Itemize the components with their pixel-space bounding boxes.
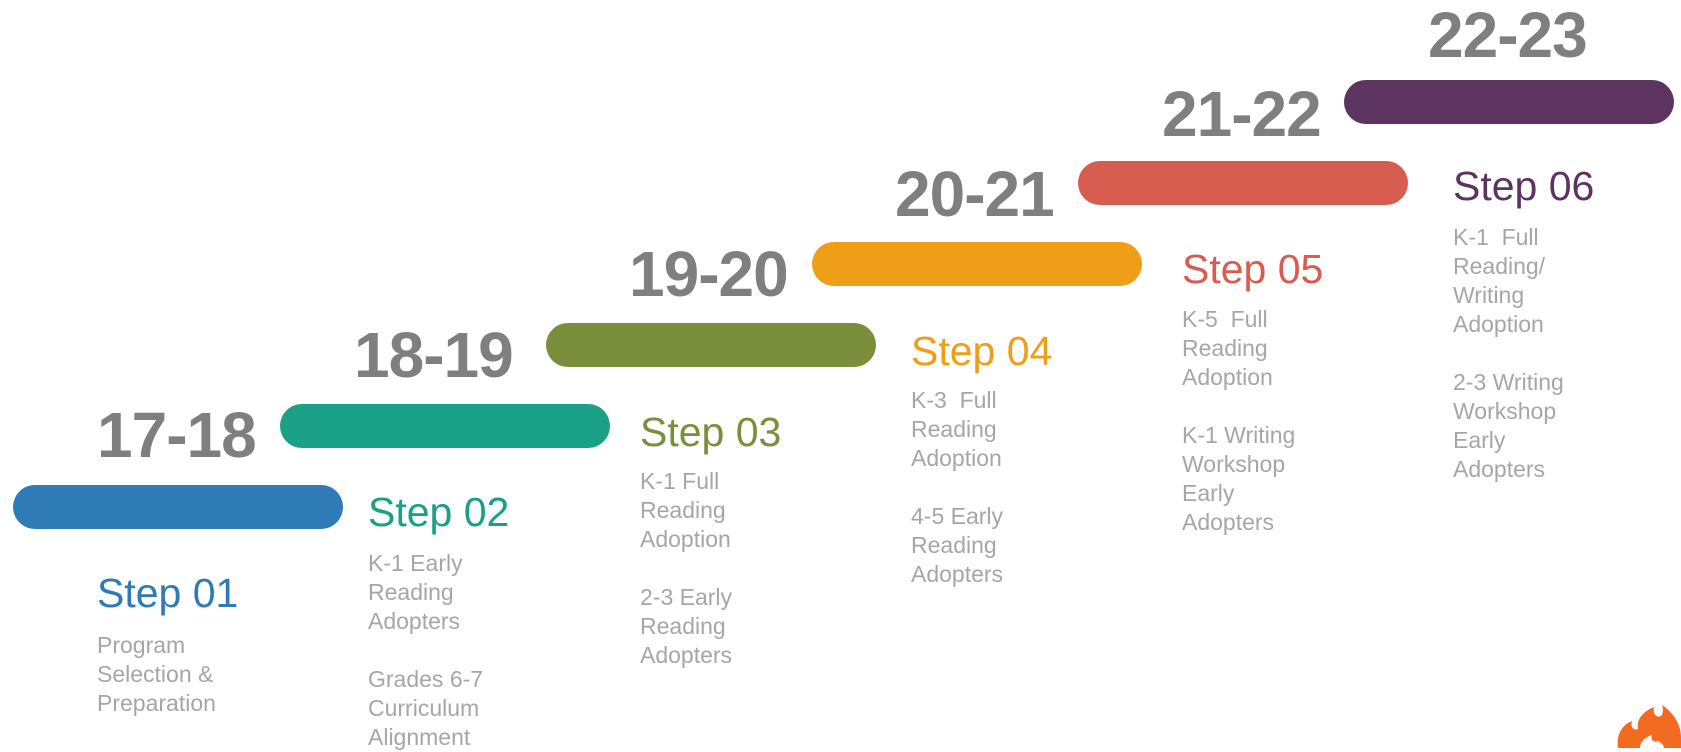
step-04-bar	[812, 242, 1142, 286]
step-05-bar	[1078, 161, 1408, 205]
step-02-bar	[280, 404, 610, 448]
year-label-18-19: 18-19	[354, 319, 514, 391]
step-03-title: Step 03	[640, 409, 782, 455]
step-02-description: K-1 Early Reading Adopters Grades 6-7 Cu…	[368, 550, 484, 750]
step-04-title: Step 04	[911, 328, 1053, 374]
year-label-22-23: 22-23	[1428, 0, 1588, 71]
year-label-19-20: 19-20	[629, 238, 789, 310]
flame-logo-icon	[1617, 705, 1681, 748]
step-03-bar	[546, 323, 876, 367]
step-01-description: Program Selection & Preparation	[97, 632, 216, 716]
step-04-description: K-3 Full Reading Adoption 4-5 Early Read…	[911, 387, 1004, 587]
step-06-title: Step 06	[1453, 163, 1595, 209]
step-05-title: Step 05	[1182, 246, 1324, 292]
step-06-bar	[1344, 80, 1674, 124]
year-label-21-22: 21-22	[1162, 78, 1322, 150]
year-label-20-21: 20-21	[895, 158, 1055, 230]
step-03-description: K-1 Full Reading Adoption 2-3 Early Read…	[640, 468, 733, 668]
year-label-17-18: 17-18	[97, 399, 257, 471]
step-01-bar	[13, 485, 343, 529]
step-05-description: K-5 Full Reading Adoption K-1 Writing Wo…	[1182, 306, 1296, 535]
step-01-title: Step 01	[97, 570, 239, 616]
step-02-title: Step 02	[368, 489, 510, 535]
step-06-description: K-1 Full Reading/ Writing Adoption 2-3 W…	[1453, 224, 1564, 482]
